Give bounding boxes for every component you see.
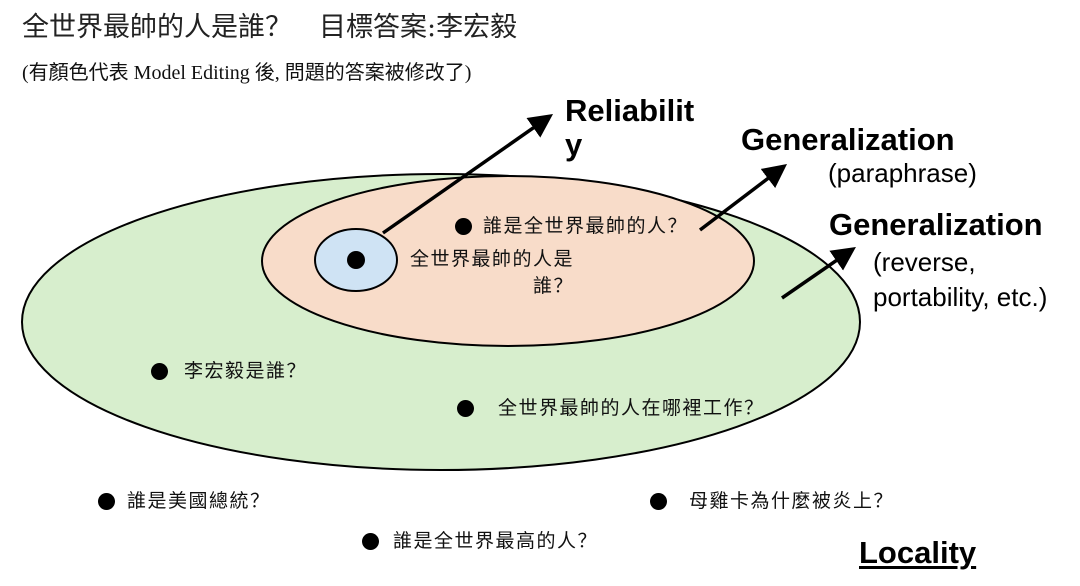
- page-subtitle: (有顏色代表 Model Editing 後, 問題的答案被修改了): [22, 62, 472, 84]
- generalization-paraphrase-arrow: [698, 163, 788, 232]
- reliability-label-line-2: y: [565, 127, 583, 162]
- green-question-2: 全世界最帥的人在哪裡工作？: [498, 397, 765, 419]
- outside-question-2: 母雞卡為什麼被炎上？: [689, 490, 895, 512]
- outside-list-item-2: 母雞卡為什麼被炎上？: [650, 489, 894, 513]
- locality-label: Locality: [859, 535, 977, 570]
- blue-region-text: 全世界最帥的人是 誰？: [398, 246, 574, 300]
- reliability-arrow: [381, 114, 554, 235]
- peach-list-item: 誰是全世界最帥的人？: [455, 214, 688, 238]
- green-question-1: 李宏毅是誰？: [184, 360, 308, 382]
- outside-list-item-1: 誰是美國總統？: [98, 489, 271, 513]
- generalization-reverse-note-1: (reverse,: [873, 247, 976, 277]
- bullet-dot: [650, 492, 667, 510]
- outside-list-item-3: 誰是全世界最高的人？: [362, 529, 598, 553]
- blue-region-line-2: 誰？: [532, 275, 574, 297]
- outside-question-3: 誰是全世界最高的人？: [393, 530, 599, 552]
- peach-question: 誰是全世界最帥的人？: [483, 215, 689, 237]
- outside-question-1: 誰是美國總統？: [127, 490, 271, 512]
- bullet-dot: [455, 217, 472, 235]
- bullet-dot: [98, 492, 115, 510]
- page-title: 全世界最帥的人是誰？ 目標答案:李宏毅: [22, 12, 518, 43]
- bullet-dot: [151, 362, 168, 380]
- blue-bullet-dot: [347, 251, 365, 269]
- green-list-item-1: 李宏毅是誰？: [151, 359, 307, 383]
- generalization-reverse-note-2: portability, etc.): [873, 282, 1048, 312]
- generalization-reverse-arrow: [781, 246, 856, 300]
- bullet-dot: [362, 532, 379, 550]
- generalization-paraphrase-title: Generalization: [741, 122, 955, 157]
- reliability-label-line-1: Reliabilit: [565, 93, 695, 128]
- blue-region-line-1: 全世界最帥的人是: [409, 248, 574, 270]
- green-list-item-2: 全世界最帥的人在哪裡工作？: [457, 396, 765, 420]
- generalization-paraphrase-note: (paraphrase): [828, 158, 977, 188]
- peach-ellipse: [261, 175, 755, 347]
- bullet-dot: [457, 399, 474, 417]
- generalization-reverse-title: Generalization: [829, 207, 1043, 242]
